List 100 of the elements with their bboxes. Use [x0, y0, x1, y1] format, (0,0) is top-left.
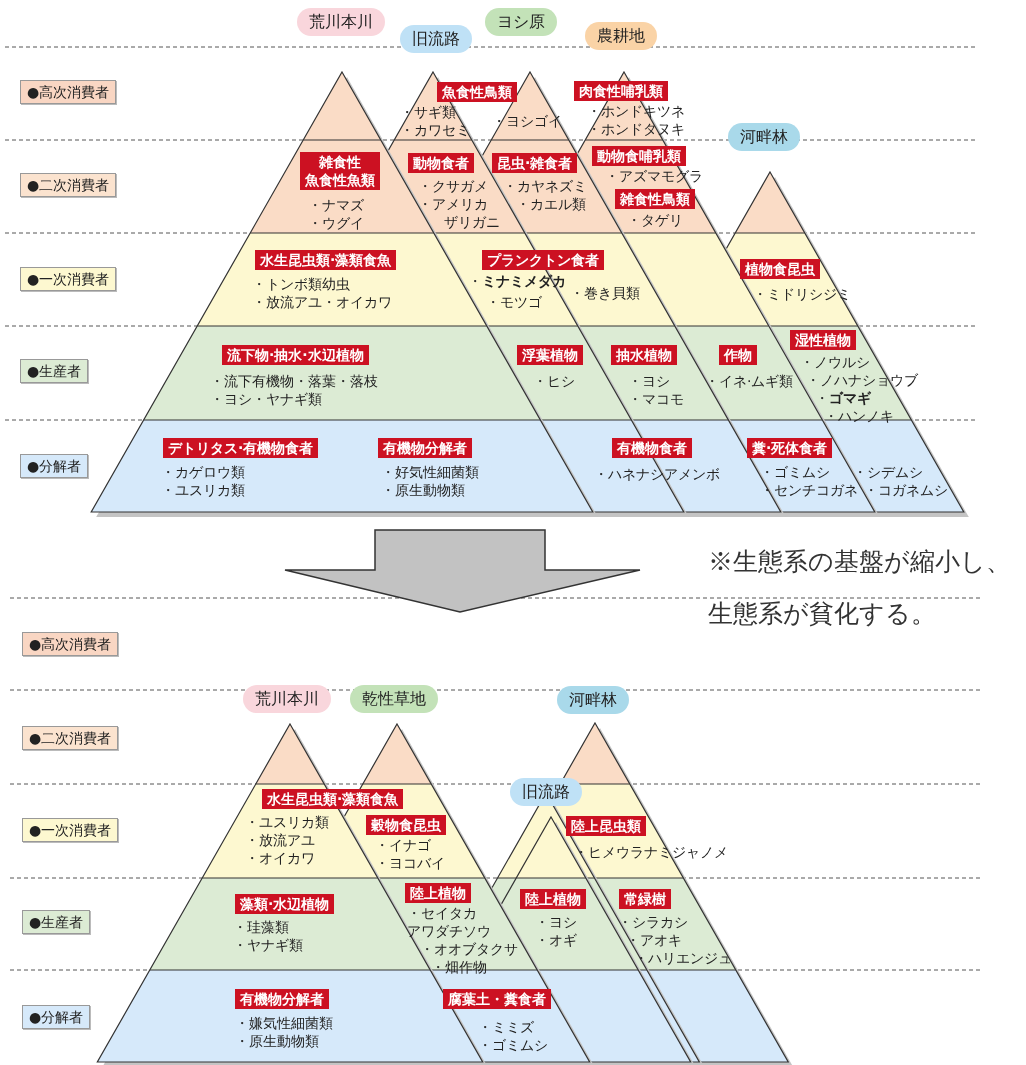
species-name: ・ヨシ	[535, 913, 577, 931]
category-label: 湿性植物	[790, 330, 856, 350]
species-name: ・ミミズ	[478, 1018, 534, 1036]
species-name: ・ゴミムシ	[478, 1036, 548, 1054]
species-name: ・カゲロウ類	[161, 463, 245, 481]
category-label: 陸上植物	[520, 889, 586, 909]
species-name: ・センチコガネ	[760, 481, 858, 499]
species-name: ・ヤナギ類	[233, 936, 303, 954]
species-name: ・アオキ	[626, 931, 682, 949]
species-name: ・ホンドタヌキ	[587, 120, 685, 138]
level-label: ●生産者	[20, 359, 89, 383]
category-label: 腐葉土・糞食者	[443, 989, 551, 1009]
habitat-label: 河畔林	[728, 123, 800, 151]
category-label: 常緑樹	[619, 889, 671, 909]
category-label: 肉食性哺乳類	[574, 81, 668, 101]
habitat-label: 旧流路	[400, 25, 472, 53]
species-name: ・流下有機物・落葉・落枝	[210, 372, 378, 390]
species-name: ・好気性細菌類	[381, 463, 479, 481]
species-name: ・アメリカザリガニ	[418, 195, 500, 231]
species-name: ・オイカワ	[245, 849, 315, 867]
habitat-label: 荒川本川	[297, 8, 385, 36]
species-name: ・ハネナシアメンボ	[594, 465, 720, 483]
category-label: 動物食者	[408, 153, 474, 173]
category-label: 作物	[719, 345, 757, 365]
species-name: ・ミナミメダカ	[468, 272, 566, 290]
level-label: ●生産者	[22, 910, 91, 934]
species-name: ・巻き貝類	[570, 284, 640, 302]
category-label: 植物食昆虫	[740, 259, 820, 279]
species-name: ・ハンノキ	[824, 407, 894, 425]
species-name: ・シラカシ	[618, 913, 688, 931]
species-name: ・ユスリカ類	[161, 481, 245, 499]
category-label: 雑食性魚食性魚類	[300, 152, 380, 190]
species-name: ・放流アユ・オイカワ	[252, 293, 392, 311]
species-name: ・ノハナショウブ	[806, 371, 918, 389]
species-name: ・ナマズ	[308, 196, 364, 214]
species-name: ・ユスリカ類	[245, 813, 329, 831]
species-name: ・マコモ	[628, 390, 684, 408]
habitat-label: ヨシ原	[485, 8, 557, 36]
level-label: ●一次消費者	[20, 267, 117, 291]
category-label: 糞·死体食者	[747, 438, 833, 458]
species-name: ・ゴマギ	[815, 389, 871, 407]
species-name: ・トンボ類幼虫	[252, 275, 350, 293]
category-label: 動物食哺乳類	[592, 146, 686, 166]
category-label: 流下物·抽水·水辺植物	[222, 345, 369, 365]
species-name: ・ヒシ	[533, 372, 575, 390]
species-name: ・コガネムシ	[864, 481, 948, 499]
habitat-label: 河畔林	[557, 686, 629, 714]
species-name: ・ウグイ	[308, 214, 364, 232]
species-name: ・オギ	[535, 931, 577, 949]
species-name: ・タゲリ	[627, 211, 683, 229]
species-name: ・ヨコバイ	[375, 854, 445, 872]
level-label: ●高次消費者	[20, 80, 117, 104]
species-name: ・ゴミムシ	[760, 463, 830, 481]
level-label: ●二次消費者	[20, 173, 117, 197]
category-label: 水生昆虫類·藻類食魚	[262, 789, 404, 809]
category-label: 穀物食昆虫	[366, 815, 446, 835]
species-name: ・カエル類	[516, 195, 586, 213]
habitat-label: 農耕地	[585, 22, 657, 50]
species-name: ・原生動物類	[381, 481, 465, 499]
species-name: ・カワセミ	[400, 121, 470, 139]
category-label: 水生昆虫類·藻類食魚	[255, 250, 397, 270]
habitat-label: 荒川本川	[243, 685, 331, 713]
level-label: ●二次消費者	[22, 726, 119, 750]
category-label: 浮葉植物	[517, 345, 583, 365]
level-label: ●分解者	[20, 454, 89, 478]
species-name: ・ヨシ	[628, 372, 670, 390]
category-label: 抽水植物	[611, 345, 677, 365]
habitat-label: 旧流路	[510, 778, 582, 806]
habitat-label: 乾性草地	[350, 685, 438, 713]
species-name: ・イネ·ムギ類	[705, 372, 794, 390]
category-label: デトリタス·有機物食者	[163, 438, 319, 458]
level-label: ●分解者	[22, 1005, 91, 1029]
species-name: ・ノウルシ	[800, 353, 870, 371]
category-label: 魚食性鳥類	[437, 82, 517, 102]
category-label: 陸上植物	[405, 883, 471, 903]
species-name: ・ミドリシジミ	[753, 285, 851, 303]
species-name: ・シデムシ	[853, 463, 923, 481]
category-label: 有機物分解者	[378, 438, 472, 458]
note-text: ※生態系の基盤が縮小し、生態系が貧化する。	[708, 546, 1012, 630]
level-label: ●高次消費者	[22, 632, 119, 656]
species-name: ・珪藻類	[233, 918, 289, 936]
level-label: ●一次消費者	[22, 818, 119, 842]
species-name: ・カヤネズミ	[503, 177, 587, 195]
category-label: 雑食性鳥類	[615, 189, 695, 209]
category-label: 藻類·水辺植物	[235, 894, 335, 914]
species-name: ・ハリエンジュ	[634, 949, 732, 967]
species-name: ・サギ類	[400, 103, 456, 121]
category-label: 有機物分解者	[235, 989, 329, 1009]
species-name: ・放流アユ	[245, 831, 315, 849]
species-name: ・オオブタクサ	[420, 940, 518, 958]
species-name: ・ヒメウラナミジャノメ	[574, 843, 728, 861]
species-name: ・ヨシ・ヤナギ類	[210, 390, 322, 408]
species-name: ・原生動物類	[235, 1032, 319, 1050]
species-name: ・畑作物	[431, 958, 487, 976]
category-label: 昆虫·雑食者	[492, 153, 578, 173]
category-label: 陸上昆虫類	[566, 816, 646, 836]
category-label: プランクトン食者	[482, 250, 604, 270]
category-label: 有機物食者	[612, 438, 692, 458]
species-name: ・セイタカアワダチソウ	[407, 904, 491, 940]
species-name: ・クサガメ	[418, 177, 488, 195]
